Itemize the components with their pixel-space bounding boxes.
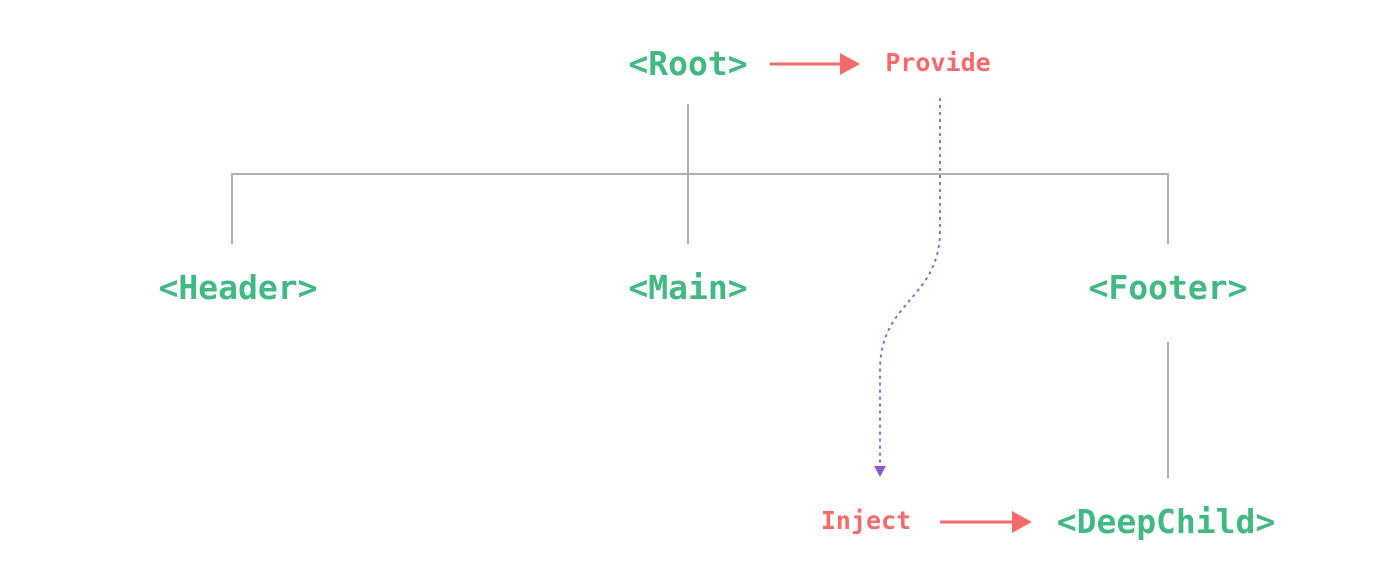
injection-flow	[874, 98, 941, 477]
tree-connectors	[231, 104, 1169, 478]
main-node-label: <Main>	[628, 268, 747, 307]
header-node-label: <Header>	[159, 268, 318, 307]
inject-arrow	[940, 511, 1032, 533]
provide-arrow	[770, 53, 860, 75]
deepchild-node-label: <DeepChild>	[1057, 502, 1276, 541]
inject-arrow-head	[1012, 511, 1032, 533]
footer-node-label: <Footer>	[1089, 268, 1248, 307]
provide-label: Provide	[885, 48, 990, 77]
provide-arrow-head	[840, 53, 860, 75]
root-node-label: <Root>	[628, 44, 747, 83]
injection-flow-arrow-head	[874, 466, 886, 477]
injection-flow-path	[879, 98, 941, 466]
inject-label: Inject	[821, 506, 911, 535]
